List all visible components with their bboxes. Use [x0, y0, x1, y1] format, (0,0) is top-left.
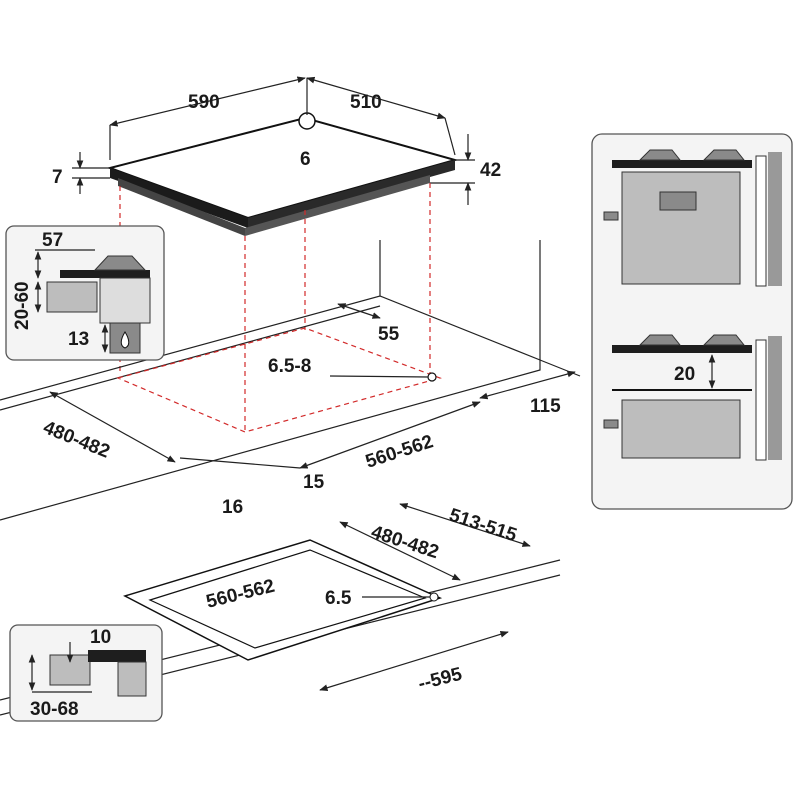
left-detail-worktop: [46, 281, 98, 313]
left-detail-burner: [93, 255, 147, 271]
right-hob-plate-1: [612, 160, 752, 168]
right-burner-2: [702, 149, 746, 161]
dim-560-562-label: 560-562: [363, 431, 436, 473]
dim-6-5-8-label: 6.5-8: [268, 356, 311, 377]
flush-detail-panel: 10 30-68: [9, 624, 163, 722]
hole-marker-icon: [427, 372, 437, 382]
dim-13-label: 13: [68, 329, 89, 350]
dim-510-label: 510: [350, 92, 382, 113]
flame-icon: [120, 331, 130, 349]
right-burner-1: [638, 149, 682, 161]
flush-detail-body: [117, 661, 147, 697]
dim-480-482-label: 480-482: [40, 417, 113, 463]
right-wall-1: [755, 155, 767, 287]
left-detail-hob-plate: [60, 270, 150, 278]
right-oven-handle: [603, 211, 619, 221]
hob-side-edge: [248, 160, 455, 228]
dim-513-515-line: [399, 503, 531, 547]
right-drawer-handle: [603, 419, 619, 429]
dim-590-label: 590: [188, 92, 220, 113]
dim-590-line: [109, 76, 306, 127]
flush-hole-icon: [429, 592, 439, 602]
right-burner-3: [638, 334, 682, 346]
dim-560-562-line: [299, 401, 481, 469]
flush-detail-hob: [88, 650, 146, 662]
dim-480-482-flush-label: 480-482: [368, 522, 441, 564]
right-wall-2: [755, 339, 767, 461]
dim-20-label: 20: [674, 364, 695, 385]
cutout-outline: [116, 327, 442, 433]
dim-115-line: [479, 370, 576, 400]
right-hob-plate-2: [612, 345, 752, 353]
dim-15-line: [179, 457, 301, 469]
right-cabinet-panel: 20: [591, 133, 793, 510]
dim-510-line: [306, 76, 446, 120]
dim-20-60-label: 20-60: [12, 281, 33, 330]
dim-57-label: 57: [42, 230, 63, 251]
left-detail-panel: 57 20-60 13: [5, 225, 165, 361]
worktop-edge: [539, 359, 581, 377]
left-detail-body: [99, 277, 151, 324]
gas-inlet-icon: [298, 112, 316, 130]
hob-body-front: [118, 178, 245, 236]
hole-leader: [329, 375, 429, 378]
dim-6-label: 6: [300, 149, 311, 170]
dim-7-label: 7: [52, 167, 63, 188]
right-oven-window: [659, 191, 697, 211]
dim-15-label: 15: [303, 472, 325, 493]
dim-30-68-label: 30-68: [30, 699, 79, 720]
dim-42-label: 42: [480, 160, 501, 181]
dim-595-label: --595: [416, 664, 465, 695]
hob-body-side: [245, 175, 430, 236]
dim-55-label: 55: [378, 324, 400, 345]
dim-115-label: 115: [530, 396, 561, 417]
right-burner-4: [702, 334, 746, 346]
hob-front-edge: [110, 168, 248, 228]
dim-480-482-flush-line: [339, 521, 461, 581]
right-wall-hatch-2: [768, 336, 782, 460]
dim-10-label: 10: [90, 627, 111, 648]
dim-513-515-label: 513-515: [446, 505, 519, 547]
dim-480-482-line: [49, 391, 176, 463]
dim-55-line: [337, 303, 381, 319]
dim-510-ext: [444, 117, 456, 156]
dim-16-label: 16: [222, 497, 243, 518]
dim-6-5-label: 6.5: [325, 588, 352, 609]
right-oven: [621, 171, 741, 285]
flush-inner-cut: [148, 549, 427, 649]
right-drawer: [621, 399, 741, 459]
right-wall-hatch-1: [768, 152, 782, 286]
hob-top-view: 590 510 6 7 42: [52, 76, 501, 430]
dim-595-line: [319, 631, 509, 691]
